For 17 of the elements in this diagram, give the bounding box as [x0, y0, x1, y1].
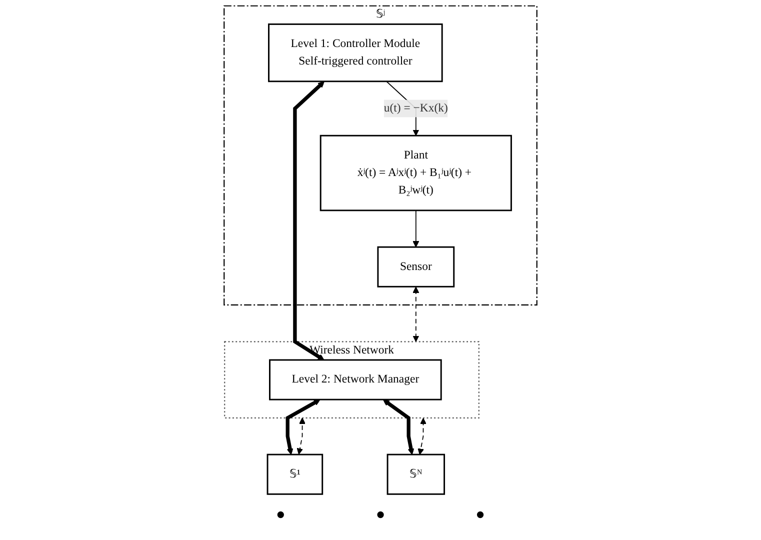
arrow	[418, 418, 426, 455]
arrow	[412, 210, 420, 248]
node-box: Sensor	[377, 246, 455, 288]
arrow	[286, 399, 320, 455]
ellipsis-dot: •	[276, 500, 286, 533]
arrow	[382, 399, 414, 455]
node-box: Level 1: Controller Module Self-triggered controller	[268, 23, 443, 82]
node-box: 𝕊ᴺ	[386, 454, 446, 495]
node-box: Level 2: Network Manager	[269, 359, 442, 400]
arrow	[412, 286, 420, 342]
ellipsis-dot: •	[475, 500, 486, 533]
node-box: Plant ẋʲ(t) = Aʲxʲ(t) + B₁ʲuʲ(t) + B₂ʲwʲ(t)	[320, 134, 512, 212]
node-box: 𝕊¹	[266, 454, 324, 495]
arrow	[293, 81, 324, 360]
arrow	[296, 418, 306, 455]
edge-label: u(t) = −Kx(k)	[384, 102, 448, 114]
ellipsis-dot: •	[376, 500, 386, 533]
